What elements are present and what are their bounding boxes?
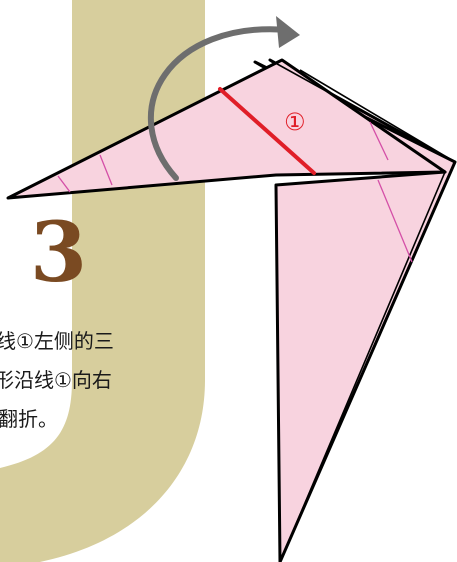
instruction-line: 线①左侧的三 [0,329,114,353]
fold-line [218,87,316,175]
arrow-head-icon [276,16,300,48]
paper-edge-line [279,171,446,562]
instruction-line: 翻折。 [0,407,58,431]
instruction-text: 线①左侧的三 形沿线①向右 翻折。 [0,322,114,439]
crease-line [99,154,113,186]
crease-line [377,179,413,263]
crease-line [57,175,71,193]
fold-direction-arrow [147,26,291,181]
fold-line-marker: ① [284,108,306,136]
paper-edge-line [299,69,456,163]
paper-edge-line [269,59,448,159]
crease-line [369,121,389,161]
step-number: 3 [30,205,88,301]
paper-edge-line [424,161,456,231]
instruction-line: 形沿线①向右 [0,368,112,392]
